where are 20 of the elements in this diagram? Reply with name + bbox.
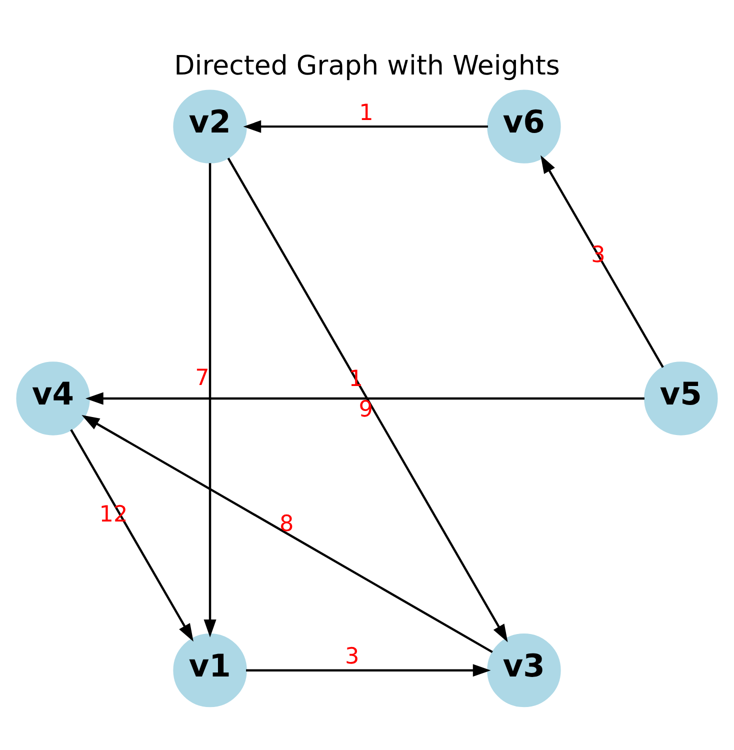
edge-label: 8 bbox=[279, 511, 294, 538]
node-circle: v4 bbox=[16, 362, 90, 436]
edge-label: 9 bbox=[358, 396, 373, 422]
node-circle: v6 bbox=[487, 90, 561, 164]
arrow bbox=[82, 414, 493, 654]
arrow bbox=[70, 429, 194, 642]
arrow bbox=[204, 163, 216, 638]
node-circle: v2 bbox=[173, 90, 247, 164]
edge-label: 7 bbox=[195, 364, 210, 391]
arrow bbox=[540, 155, 664, 368]
diagram-title: Directed Graph with Weights bbox=[174, 50, 560, 82]
node-circle: v3 bbox=[487, 633, 561, 708]
edge-label: 3 bbox=[344, 644, 360, 670]
arrow bbox=[243, 120, 488, 133]
arrow bbox=[85, 392, 644, 405]
node-circle: v1 bbox=[173, 633, 247, 708]
arrow bbox=[227, 158, 508, 642]
arrow bbox=[246, 664, 491, 677]
edge-label: 1 bbox=[359, 100, 374, 126]
node-circle: v5 bbox=[644, 362, 718, 436]
